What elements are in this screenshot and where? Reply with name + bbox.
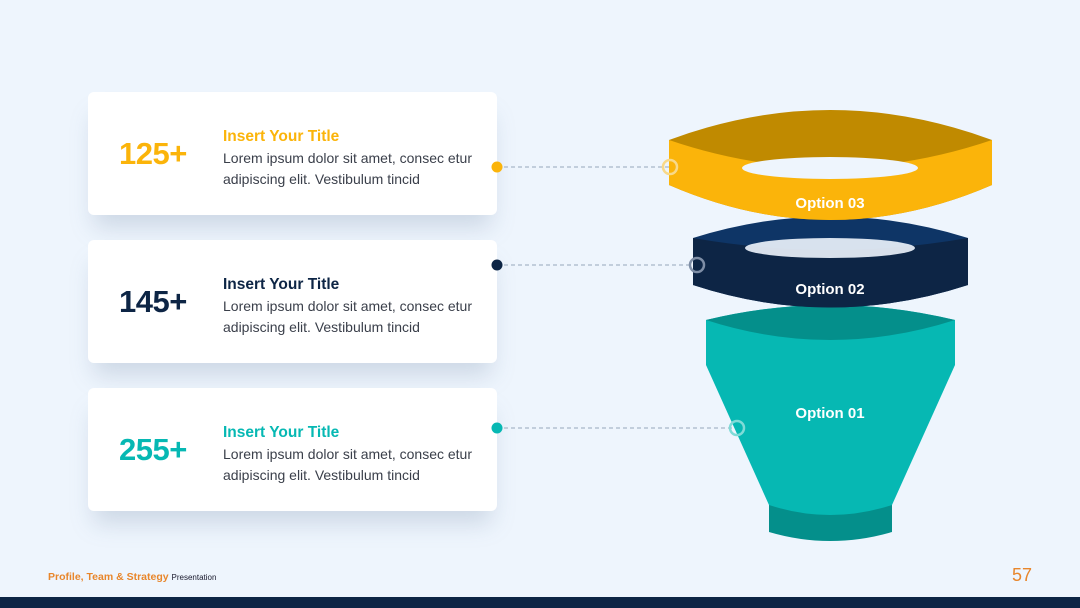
connector-ring-1 bbox=[661, 158, 679, 176]
page-number: 57 bbox=[1011, 565, 1032, 585]
info-card-1: 125+ Insert Your Title Lorem ipsum dolor… bbox=[88, 92, 497, 215]
card-body: Lorem ipsum dolor sit amet, consec etur … bbox=[223, 150, 472, 187]
connector-2 bbox=[491, 259, 697, 271]
info-card-2: 145+ Insert Your Title Lorem ipsum dolor… bbox=[88, 240, 497, 363]
label-option-01: Option 01 bbox=[795, 405, 864, 422]
connector-ring-3 bbox=[728, 419, 746, 437]
card-title: Insert Your Title bbox=[223, 424, 340, 441]
connector-1 bbox=[491, 161, 670, 173]
funnel-tier-option-02 bbox=[693, 216, 968, 308]
connector-3 bbox=[491, 422, 737, 434]
footer-brand: Profile, Team & Strategy Presentation bbox=[48, 571, 216, 583]
footer-brand-subtitle: Presentation bbox=[171, 573, 217, 582]
card-title: Insert Your Title bbox=[223, 276, 340, 293]
label-option-03: Option 03 bbox=[795, 195, 864, 212]
bottom-bar bbox=[0, 597, 1080, 608]
info-card-3: 255+ Insert Your Title Lorem ipsum dolor… bbox=[88, 388, 497, 511]
footer-brand-title: Profile, Team & Strategy bbox=[48, 571, 169, 583]
funnel-tier-option-01 bbox=[706, 305, 955, 541]
card-title: Insert Your Title bbox=[223, 128, 340, 145]
label-option-02: Option 02 bbox=[795, 281, 864, 298]
stat-number: 255+ bbox=[119, 432, 187, 467]
stat-number: 125+ bbox=[119, 136, 187, 171]
stat-number: 145+ bbox=[119, 284, 187, 319]
card-body: Lorem ipsum dolor sit amet, consec etur … bbox=[223, 298, 472, 335]
card-body: Lorem ipsum dolor sit amet, consec etur … bbox=[223, 446, 472, 483]
connector-ring-2 bbox=[688, 256, 706, 274]
funnel-tier-option-03 bbox=[669, 110, 992, 220]
